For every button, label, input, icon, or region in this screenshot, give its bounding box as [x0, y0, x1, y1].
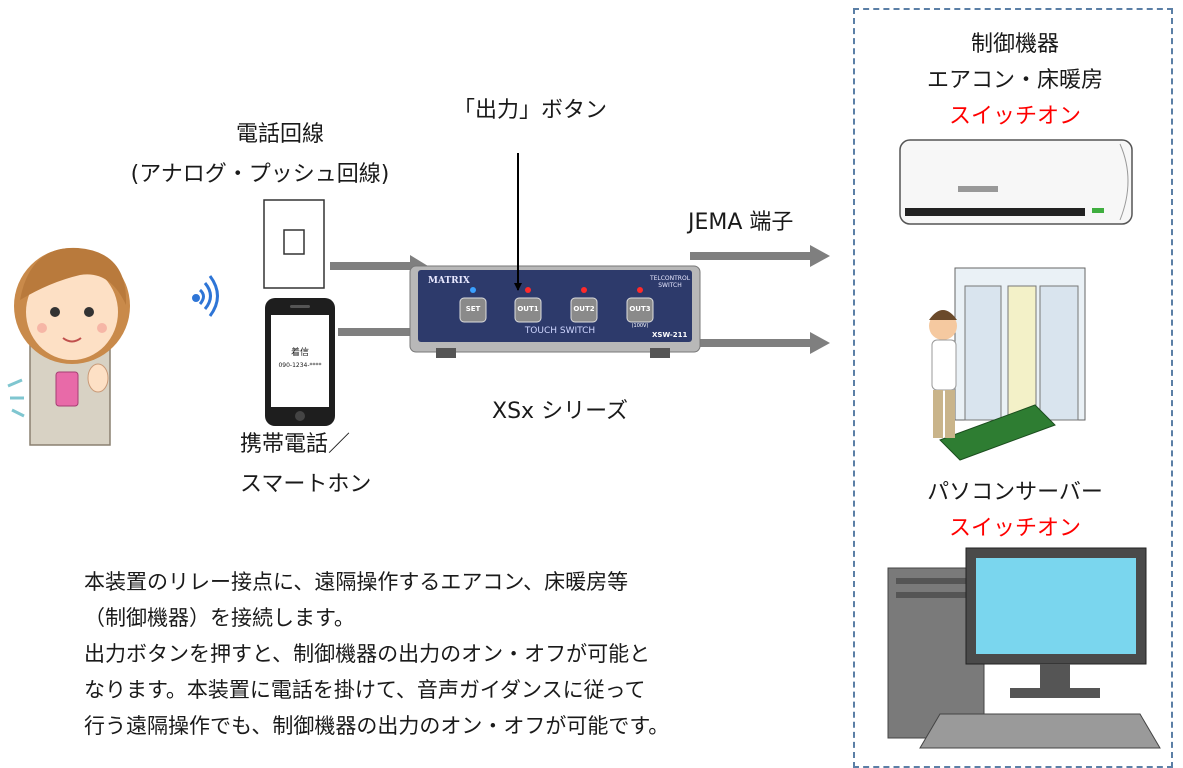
mobile-label-line1: 携帯電話／ — [240, 432, 351, 457]
phone-screen-title: 着信 — [290, 348, 309, 358]
description-line-2: （制御機器）を接続します。 — [84, 606, 355, 630]
out3-note: (100V) — [631, 323, 649, 329]
description-line-4: なります。本装置に電話を掛けて、音声ガイダンスに従って — [84, 678, 646, 702]
controlled-device-types: エアコン・床暖房 — [926, 68, 1103, 93]
phone-screen-number: 090-1234-**** — [278, 362, 322, 369]
description-line-3: 出力ボタンを押すと、制御機器の出力のオン・オフが可能と — [84, 642, 651, 666]
woman-user-icon — [14, 247, 130, 446]
set-button[interactable]: SET — [465, 305, 481, 313]
signal-waves-icon — [192, 275, 219, 317]
controlled-device-title: 制御機器 — [970, 32, 1059, 57]
phone-line-label: 電話回線 — [235, 122, 324, 147]
desktop-computer-icon — [887, 547, 1161, 749]
mobile-label-line2: スマートホン — [240, 472, 372, 497]
description-line-5: 行う遠隔操作でも、制御機器の出力のオン・オフが可能です。 — [84, 714, 670, 738]
smartphone-icon — [265, 298, 335, 426]
output-arrows — [690, 245, 830, 354]
ringing-lines-icon — [7, 378, 25, 418]
series-name-label: XSx シリーズ — [492, 399, 628, 424]
pc-server-label: パソコンサーバー — [927, 480, 1103, 505]
phone-line-sublabel: (アナログ・プッシュ回線) — [130, 162, 390, 187]
switch-on-status-2: スイッチオン — [948, 516, 1081, 541]
out1-button[interactable]: OUT1 — [517, 305, 539, 313]
out2-button[interactable]: OUT2 — [573, 305, 595, 313]
jema-terminal-label: JEMA 端子 — [688, 210, 794, 235]
phone-jack-icon — [263, 199, 325, 289]
out3-button[interactable]: OUT3 — [629, 305, 651, 313]
automatic-door-icon — [939, 267, 1086, 461]
switch-on-status-1: スイッチオン — [948, 104, 1081, 129]
device-caption: TOUCH SWITCH — [524, 326, 596, 336]
xsw-device — [409, 265, 701, 358]
output-button-label: 「出力」ボタン — [452, 98, 607, 123]
device-corner-label: TELCONTROL SWITCH — [649, 275, 691, 289]
air-conditioner-icon — [899, 139, 1133, 225]
man-icon — [929, 310, 957, 438]
device-model: XSW-211 — [652, 331, 688, 339]
device-brand: MATRIX — [428, 276, 470, 286]
description-line-1: 本装置のリレー接点に、遠隔操作するエアコン、床暖房等 — [84, 570, 629, 594]
